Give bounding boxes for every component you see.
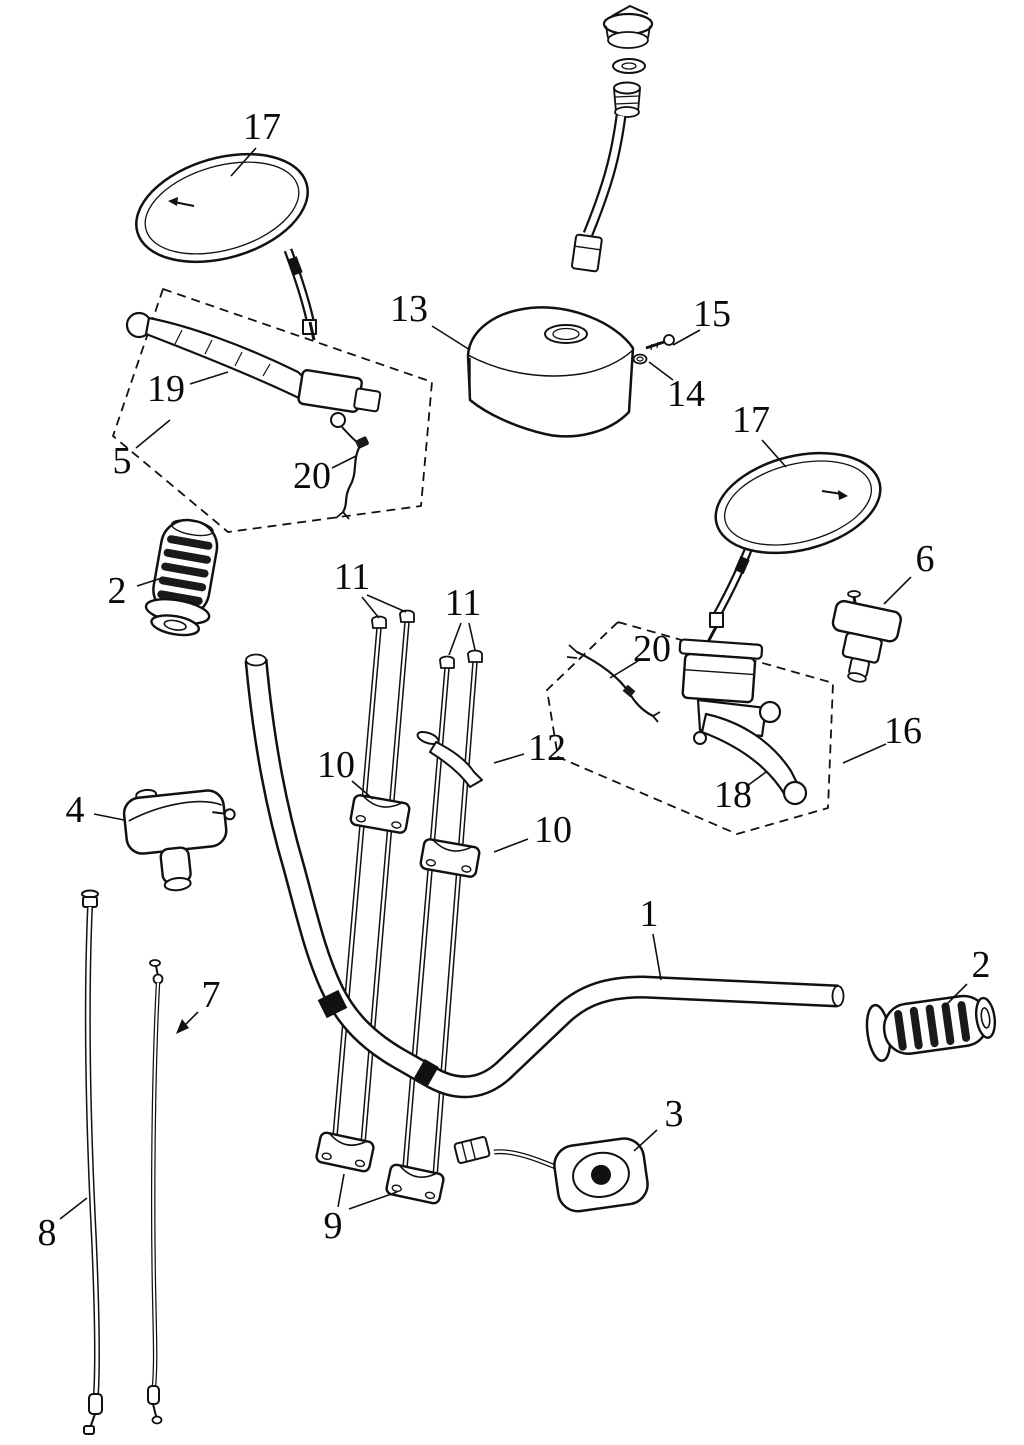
mirror-left-drawing xyxy=(135,152,317,335)
callout-16: 16 xyxy=(884,710,922,752)
left-switch-cable-drawing xyxy=(335,436,369,520)
callout-10-lower: 10 xyxy=(534,809,572,851)
callout-9: 9 xyxy=(323,1205,343,1247)
right-lever-assembly-drawing xyxy=(678,626,808,806)
cable-guide-drawing xyxy=(416,730,483,788)
leader-lines xyxy=(59,147,968,1220)
callout-20-right: 20 xyxy=(633,628,671,670)
washer-drawing xyxy=(632,353,648,365)
grip-right-drawing xyxy=(865,994,997,1062)
clutch-cable-drawing xyxy=(147,959,164,1425)
callout-19: 19 xyxy=(147,368,185,410)
mirror-right-drawing xyxy=(709,451,882,628)
left-switch-housing-drawing xyxy=(122,788,236,892)
right-switch-cable-drawing xyxy=(566,644,661,723)
cover-drawing xyxy=(466,306,635,438)
callout-3: 3 xyxy=(664,1093,684,1135)
callout-2-left: 2 xyxy=(107,570,127,612)
callout-8: 8 xyxy=(37,1212,57,1254)
callout-1: 1 xyxy=(639,893,659,935)
left-lever-assembly-drawing xyxy=(125,311,382,447)
starter-switch-drawing xyxy=(453,1136,649,1213)
grip-left-drawing xyxy=(144,518,219,637)
callout-4: 4 xyxy=(65,789,85,831)
screw-drawing xyxy=(645,334,675,351)
clamp-bolts-drawing xyxy=(331,609,483,1191)
upper-clamp-left-drawing xyxy=(349,794,411,834)
callout-20-left: 20 xyxy=(293,455,331,497)
right-perch-drawing xyxy=(831,590,902,683)
callout-18: 18 xyxy=(714,774,752,816)
lower-clamp-left-drawing xyxy=(315,1131,375,1173)
detail-region-right xyxy=(546,621,834,835)
callout-12: 12 xyxy=(528,727,566,769)
callout-15: 15 xyxy=(693,293,731,335)
callout-17-right: 17 xyxy=(732,399,770,441)
callout-13: 13 xyxy=(390,288,428,330)
callout-11-right: 11 xyxy=(444,582,482,624)
callout-6: 6 xyxy=(915,538,935,580)
vent-hose-assembly-drawing xyxy=(571,5,654,273)
callout-17-left: 17 xyxy=(243,106,281,148)
callout-14: 14 xyxy=(667,373,705,415)
callout-5: 5 xyxy=(112,440,132,482)
lower-clamp-right-drawing xyxy=(385,1163,445,1205)
callout-11-left: 11 xyxy=(333,556,371,598)
callout-2-right: 2 xyxy=(971,944,991,986)
handlebar-drawing xyxy=(244,653,845,1099)
callout-10-upper: 10 xyxy=(317,744,355,786)
throttle-cable-drawing xyxy=(81,889,103,1435)
callout-7: 7 xyxy=(201,974,221,1016)
upper-clamp-right-drawing xyxy=(419,838,481,878)
